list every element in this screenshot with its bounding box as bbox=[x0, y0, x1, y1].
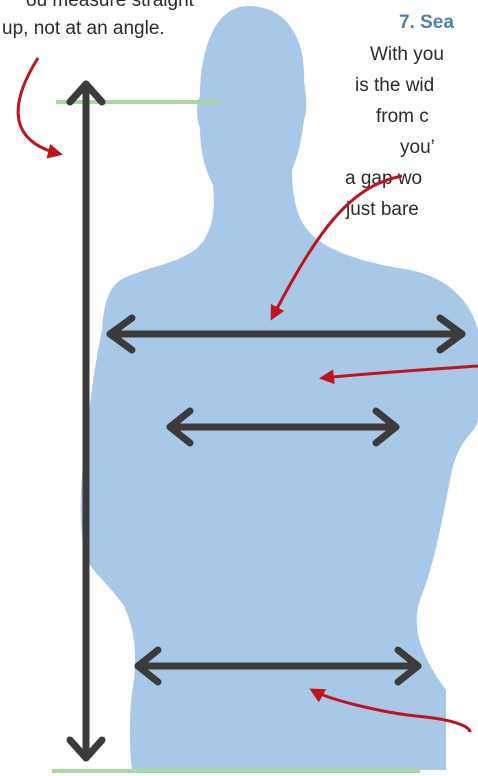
pointer-arrow-height bbox=[18, 58, 60, 154]
seated-person-silhouette-icon bbox=[81, 6, 478, 770]
